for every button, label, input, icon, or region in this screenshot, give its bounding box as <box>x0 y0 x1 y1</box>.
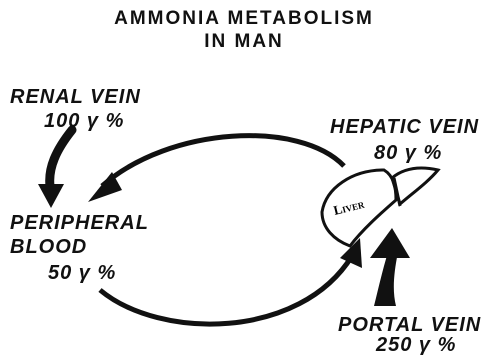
renal-vein-value: 100 γ % <box>44 110 124 132</box>
peripheral-blood-label-1: PERIPHERAL <box>10 212 149 234</box>
peripheral-blood-label-2: BLOOD <box>10 236 87 258</box>
hepatic-to-peripheral-arrow <box>88 136 344 202</box>
hepatic-vein-value: 80 γ % <box>374 142 442 164</box>
renal-to-peripheral-arrow <box>38 130 72 208</box>
portal-to-liver-arrow <box>370 228 410 306</box>
hepatic-vein-label: HEPATIC VEIN <box>330 116 479 138</box>
peripheral-blood-value: 50 γ % <box>48 262 116 284</box>
portal-vein-label: PORTAL VEIN <box>338 314 481 336</box>
liver-icon: Liver <box>322 168 438 246</box>
portal-vein-value: 250 γ % <box>376 334 456 356</box>
peripheral-to-liver-arrow <box>100 238 362 324</box>
renal-vein-label: RENAL VEIN <box>10 86 141 108</box>
